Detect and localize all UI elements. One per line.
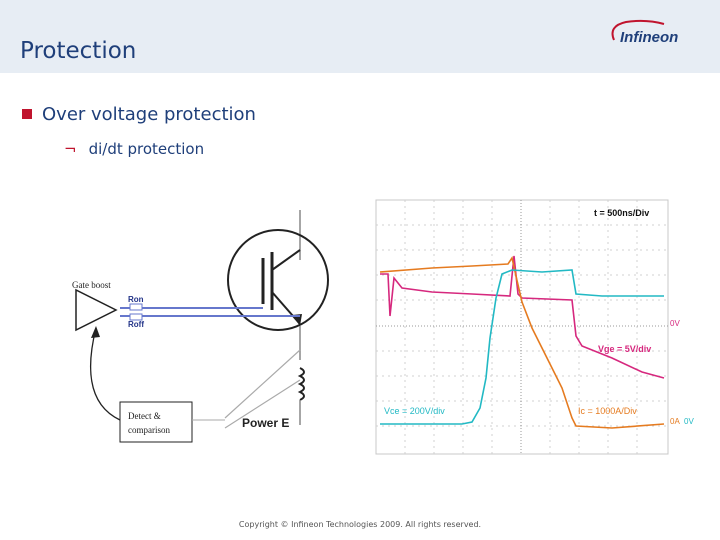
bullet1-text: Over voltage protection [42, 104, 256, 125]
scope-grid [376, 200, 668, 454]
detect-comparison-box [119, 401, 193, 443]
bullet2-marker: ¬ [64, 140, 77, 158]
zero-v-top-label: 0V [670, 319, 680, 328]
slide-header [0, 0, 720, 73]
ic-trace [379, 255, 665, 429]
power-e-label: Power E [242, 416, 289, 430]
roff-label: Roff [128, 320, 144, 329]
time-div-label: t = 500ns/Div [594, 208, 649, 218]
vge-trace [380, 255, 665, 379]
vce-trace [380, 269, 664, 425]
detect-line1: Detect & [128, 411, 161, 421]
slide-title: Protection [20, 38, 137, 64]
oscilloscope-capture: t = 500ns/Div Vge = 5V/div Vce = 200V/di… [375, 199, 694, 455]
bullet-square-icon [22, 109, 32, 119]
circuit-diagram: Gate boost Ron Roff Detect & comparison … [72, 210, 329, 443]
bullet-di-dt: ¬ di/dt protection [64, 140, 204, 158]
gate-boost-amplifier [75, 288, 118, 332]
inductor [297, 367, 305, 401]
detect-line2: comparison [128, 425, 170, 435]
vge-div-label: Vge = 5V/div [598, 344, 651, 354]
svg-text:Infineon: Infineon [620, 29, 678, 46]
gate-boost-label: Gate boost [72, 280, 111, 290]
zero-v-bottom-label: 0V [684, 417, 694, 426]
zero-a-label: 0A [670, 417, 680, 426]
bullet2-text: di/dt protection [88, 140, 205, 158]
ic-div-label: Ic = 1000A/Div [578, 406, 637, 416]
igbt-circle [227, 229, 329, 331]
infineon-logo: Infineon [611, 19, 678, 46]
vce-div-label: Vce = 200V/div [384, 406, 445, 416]
bullet-over-voltage: Over voltage protection [22, 104, 256, 125]
ron-label: Ron [128, 295, 144, 304]
copyright-footer: Copyright © Infineon Technologies 2009. … [238, 520, 482, 529]
